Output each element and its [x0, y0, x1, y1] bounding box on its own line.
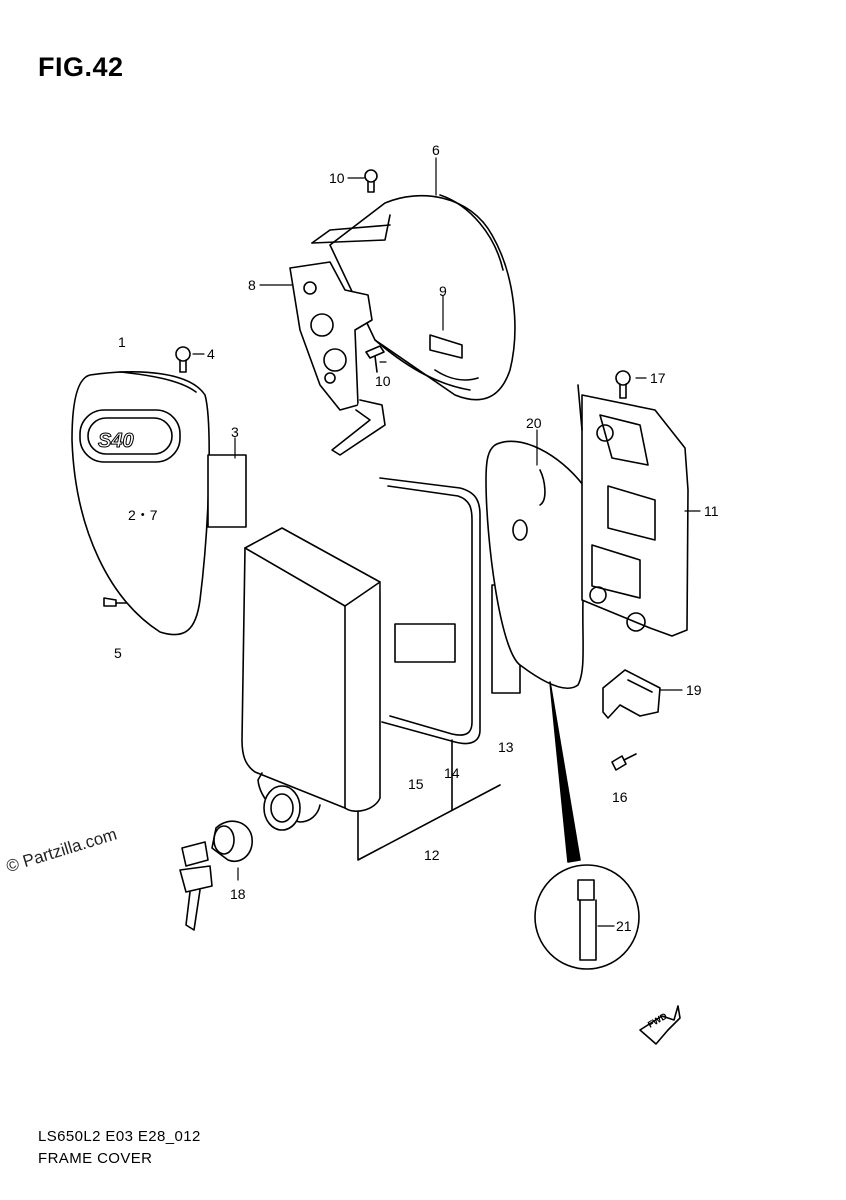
- group-bracket-12: [357, 739, 501, 861]
- callout-11: 11: [704, 503, 719, 519]
- cover-emblem-text: S40: [98, 430, 134, 452]
- part-18-lock-and-keys: [179, 785, 301, 931]
- screw-16: [611, 753, 637, 771]
- diagram-code: LS650L2 E03 E28_012: [38, 1128, 201, 1145]
- detail-21-circle: [534, 681, 640, 970]
- callout-17: 17: [650, 370, 666, 386]
- screw-10-lower: [365, 345, 385, 373]
- screw-10-top: [364, 169, 378, 193]
- callout-16: 16: [612, 789, 628, 805]
- diagram-caption: FRAME COVER: [38, 1150, 153, 1167]
- fwd-arrow: FWD: [639, 1005, 681, 1045]
- callout-20: 20: [526, 415, 542, 431]
- callout-13: 13: [498, 739, 514, 755]
- part-19-clip: [602, 669, 661, 719]
- part-15-box: [241, 527, 381, 823]
- callout-8: 8: [248, 277, 256, 293]
- callout-12: 12: [424, 847, 440, 863]
- callout-15: 15: [408, 776, 424, 792]
- callout-21: 21: [616, 918, 632, 934]
- callout-10-top: 10: [329, 170, 345, 186]
- callout-1: 1: [118, 334, 126, 350]
- screw-17: [615, 370, 631, 399]
- callout-labels: 1 2・7 3 4 5 6 8 9 10 10 11 12 13 14 15 1…: [98, 142, 719, 934]
- callout-14: 14: [444, 765, 460, 781]
- callout-18: 18: [230, 886, 246, 902]
- part-6-rear-cover: [329, 194, 516, 401]
- callout-10-lower: 10: [375, 373, 391, 389]
- screw-5: [103, 597, 127, 607]
- part-11-plate-bracket: [577, 384, 689, 637]
- figure-title: FIG.42: [38, 52, 124, 82]
- part-14-seal-frame: [379, 477, 481, 745]
- callout-6: 6: [432, 142, 440, 158]
- callout-19: 19: [686, 682, 702, 698]
- leader-lines: [192, 157, 701, 927]
- part-1-left-cover: [71, 371, 210, 636]
- callout-3: 3: [231, 424, 239, 440]
- callout-5: 5: [114, 645, 122, 661]
- part-8-bracket: [289, 214, 391, 456]
- part-3-pad: [207, 454, 247, 528]
- callout-4: 4: [207, 346, 215, 362]
- callout-2-7: 2・7: [128, 507, 158, 523]
- screw-4: [175, 346, 191, 373]
- callout-9: 9: [439, 283, 447, 299]
